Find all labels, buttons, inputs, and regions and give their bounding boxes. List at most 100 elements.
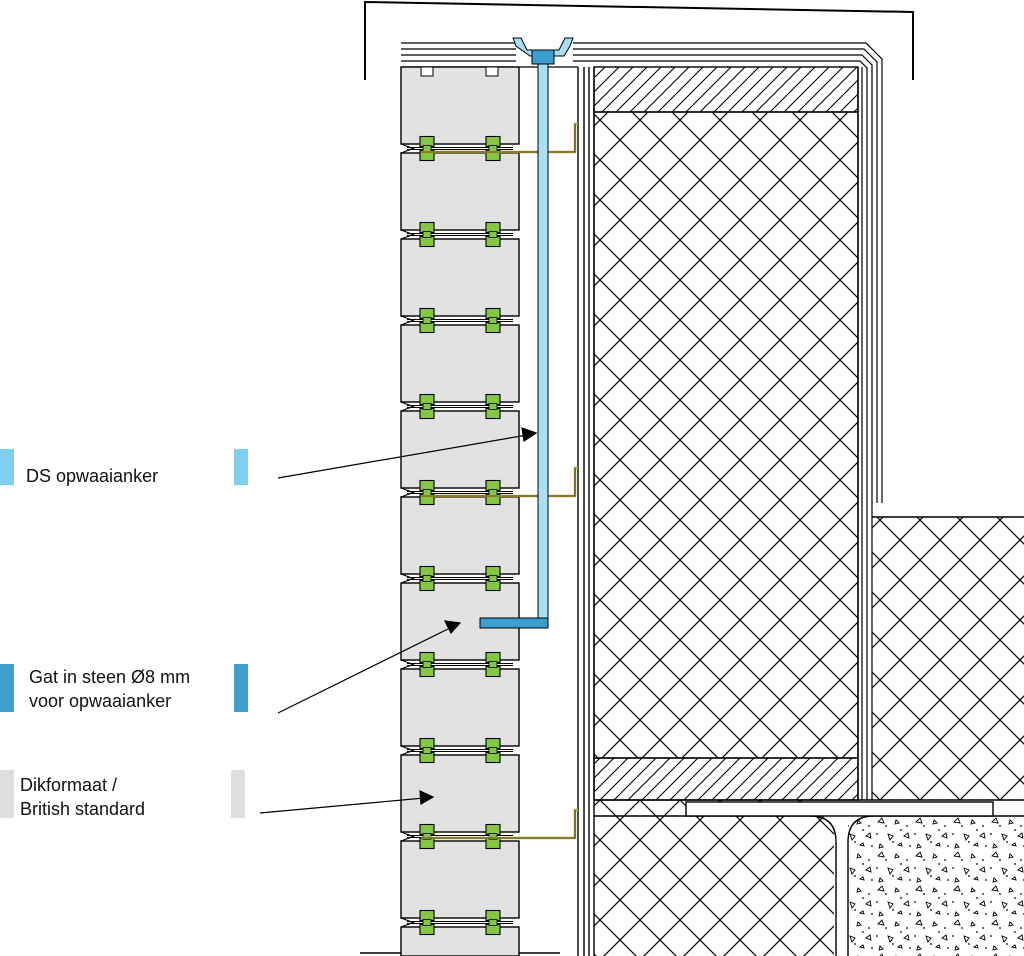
green-clip [485, 479, 501, 492]
green-clip [419, 221, 435, 234]
wall-ties [421, 122, 578, 840]
wall-tie-outline [421, 468, 576, 497]
green-clip [419, 651, 435, 664]
brick [400, 410, 520, 489]
bottom-timber-plate [593, 757, 859, 801]
brick [400, 754, 520, 833]
green-clip [419, 579, 435, 592]
joint-chevron [400, 659, 415, 670]
green-clip-bridge [422, 833, 432, 840]
brick [400, 238, 520, 317]
insulation-panel [593, 111, 859, 759]
green-clip-bridge [488, 661, 498, 668]
green-clip-bridge [488, 747, 498, 754]
brick [400, 324, 520, 403]
ds-anchor [479, 37, 574, 629]
roof-edge-flashing [401, 42, 883, 800]
brick [400, 152, 520, 231]
green-clip [419, 393, 435, 406]
green-clip-bridge [422, 231, 432, 238]
green-clip [485, 909, 501, 922]
legend-label-line-1: Dikformaat / [20, 775, 118, 795]
joint-chevron [400, 315, 415, 326]
green-clip-bridge [422, 747, 432, 754]
green-clip [419, 737, 435, 750]
brick-wall [400, 66, 520, 956]
green-clip [485, 221, 501, 234]
leader-arrows [259, 427, 538, 814]
joint-chevron [400, 401, 415, 412]
legend-swatch [0, 770, 14, 818]
legend-label: DS opwaaianker [26, 466, 159, 486]
green-clip-bridge [422, 575, 432, 582]
green-clip-bridge [488, 231, 498, 238]
green-clip [419, 837, 435, 850]
green-clip [419, 235, 435, 248]
green-clip [485, 737, 501, 750]
green-clip [485, 565, 501, 578]
wall-tie-outline [421, 124, 576, 153]
legend-swatch [0, 449, 14, 485]
green-clip-bridge [488, 403, 498, 410]
green-clip [485, 923, 501, 936]
wall-plate [685, 801, 994, 817]
legend-swatch-right [231, 770, 245, 818]
green-clip-bridge [488, 489, 498, 496]
inner-leaf-lines [577, 67, 595, 956]
green-clip [419, 479, 435, 492]
joint-chevron [400, 917, 415, 928]
wall-tie-outline [421, 810, 576, 839]
green-clip-bridge [422, 403, 432, 410]
joint-chevron [400, 831, 415, 842]
brick-notch [485, 66, 499, 77]
legend-swatch [0, 664, 14, 712]
green-clip [485, 135, 501, 148]
legend-swatch-right [234, 664, 248, 712]
green-clip-bridge [488, 833, 498, 840]
brick-notch [420, 66, 434, 77]
joint-chevron [400, 143, 415, 154]
brick [400, 840, 520, 919]
roof-insulation [872, 517, 1024, 800]
brick [400, 496, 520, 575]
green-clip [485, 235, 501, 248]
green-clip [419, 823, 435, 836]
green-clip-bridge [488, 919, 498, 926]
legend-label-line-2: voor opwaaianker [29, 691, 172, 711]
green-clip-bridge [488, 317, 498, 324]
green-clip [419, 407, 435, 420]
green-clip-bridge [422, 317, 432, 324]
green-clip-bridge [488, 575, 498, 582]
brick [400, 668, 520, 747]
green-clip-bridge [422, 145, 432, 152]
green-clip-bridge [422, 661, 432, 668]
green-clip [485, 307, 501, 320]
green-clip [419, 923, 435, 936]
joint-chevron [400, 487, 415, 498]
green-clip [485, 823, 501, 836]
green-clip [419, 909, 435, 922]
green-clip-bridge [488, 145, 498, 152]
green-clip-bridge [422, 489, 432, 496]
joint-chevron [400, 229, 415, 240]
concrete-slab [848, 816, 1024, 956]
brick [400, 926, 520, 956]
joint-chevron [400, 745, 415, 756]
green-clip [419, 321, 435, 334]
green-clip [419, 307, 435, 320]
joint-chevron [400, 573, 415, 584]
legend-label-line-2: British standard [20, 799, 146, 819]
legend-swatch-right [234, 449, 248, 485]
green-clip [419, 751, 435, 764]
green-clip [485, 579, 501, 592]
lower-insulation [594, 800, 834, 956]
green-clip [485, 407, 501, 420]
green-clip [485, 751, 501, 764]
legend-label-line-1: Gat in steen Ø8 mm [29, 667, 191, 687]
top-timber-plate [593, 66, 859, 113]
green-clip [419, 665, 435, 678]
coping-cap [364, 0, 914, 80]
green-clip [485, 393, 501, 406]
brick [400, 66, 520, 145]
